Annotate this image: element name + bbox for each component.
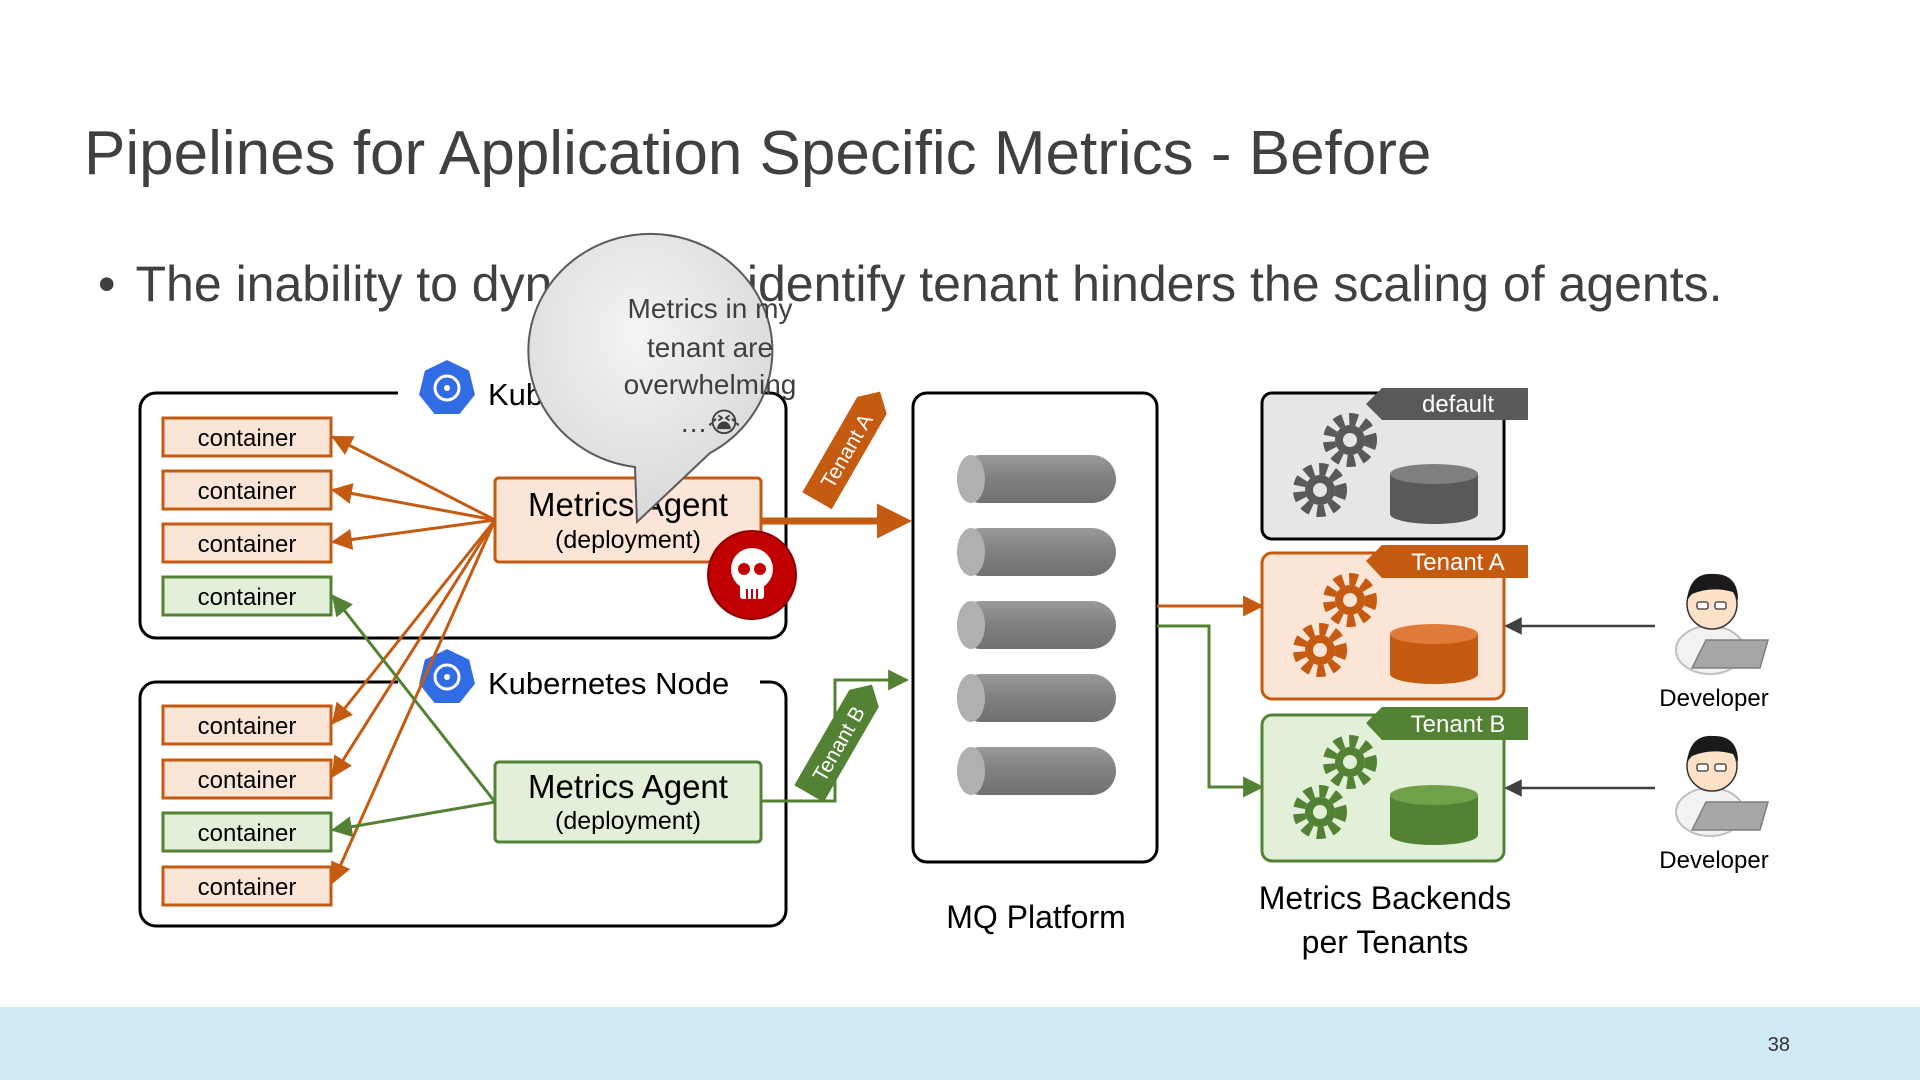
gear-icon: [1323, 573, 1377, 627]
agent-1-title: Metrics Agent: [528, 486, 728, 523]
gear-icon: [1293, 785, 1347, 839]
backend-tag: [1366, 388, 1528, 420]
architecture-diagram: Kubernetes Node container container cont…: [138, 232, 1769, 960]
mq-label: MQ Platform: [946, 899, 1126, 935]
container-box: container: [161, 522, 333, 564]
mq-to-backend-arrows: [1157, 595, 1265, 798]
backend-tag-label: Tenant B: [1411, 711, 1506, 738]
tenant-a-flow-tag: Tenant A: [802, 391, 887, 510]
container-label: container: [198, 425, 297, 452]
backend-tag-label: default: [1422, 391, 1494, 418]
gear-icon: [1323, 735, 1377, 789]
bubble-line: tenant are: [647, 332, 773, 363]
developer-icon: [1675, 735, 1769, 837]
container-label: container: [198, 531, 297, 558]
kubernetes-logo-icon: [416, 357, 478, 416]
container-label: container: [198, 767, 297, 794]
container-box: container: [161, 865, 333, 907]
node-2-containers: container container container container: [161, 704, 333, 907]
gear-icon: [1293, 463, 1347, 517]
database-icon: [1390, 785, 1478, 845]
node-2-label: Kubernetes Node: [488, 666, 729, 701]
node-1-containers: container container container container: [161, 416, 333, 617]
page-number: 38: [1767, 1034, 1790, 1056]
metrics-agent-2: Metrics Agent (deployment): [493, 760, 763, 844]
container-label: container: [198, 713, 297, 740]
bubble-line: overwhelming: [624, 369, 797, 400]
container-label: container: [198, 874, 297, 901]
container-box: container: [161, 758, 333, 800]
speech-bubble: Metrics in my tenant are overwhelming …😭: [527, 232, 797, 525]
slide-title: Pipelines for Application Specific Metri…: [84, 119, 1432, 188]
backend-tag: [1366, 545, 1528, 578]
container-label: container: [198, 478, 297, 505]
footer-bar: [0, 1007, 1920, 1080]
developer-2: Developer: [1659, 735, 1769, 874]
agent-2-title: Metrics Agent: [528, 768, 728, 805]
developer-label: Developer: [1659, 685, 1768, 712]
container-box: container: [161, 811, 333, 853]
mq-queue-icon: [957, 747, 1116, 795]
developer-icon: [1675, 573, 1769, 675]
mq-platform: MQ Platform: [911, 391, 1159, 935]
developer-label: Developer: [1659, 847, 1768, 874]
bullet-text: The inability to dynamically identify te…: [135, 256, 1723, 312]
backend-tag-label: Tenant A: [1411, 549, 1504, 576]
container-box: container: [161, 469, 333, 511]
container-box: container: [161, 704, 333, 746]
mq-queue-icon: [957, 528, 1116, 576]
backend-tenant-a: Tenant A: [1260, 545, 1528, 701]
database-icon: [1390, 624, 1478, 684]
agent-2-subtitle: (deployment): [555, 807, 701, 835]
backends-label-line-2: per Tenants: [1302, 924, 1469, 960]
container-box: container: [161, 575, 333, 617]
container-box: container: [161, 416, 333, 458]
metrics-backends: default Tenant A Tenant B Metrics Backen…: [1259, 388, 1528, 960]
backends-label-line-1: Metrics Backends: [1259, 880, 1512, 916]
gear-icon: [1293, 623, 1347, 677]
mq-queue-icon: [957, 601, 1116, 649]
backend-default: default: [1260, 388, 1528, 541]
metrics-agent-1: Metrics Agent (deployment): [493, 476, 763, 564]
developer-arrows: [1504, 617, 1655, 797]
tenant-b-flow-tag: Tenant B: [794, 684, 879, 803]
skull-icon: [707, 530, 797, 620]
backend-tag: [1366, 707, 1528, 740]
agent-2-scrape-arrows: [330, 594, 497, 838]
bubble-line: Metrics in my: [628, 293, 793, 324]
developer-1: Developer: [1659, 573, 1769, 712]
mq-queue-icon: [957, 455, 1116, 503]
backend-tenant-b: Tenant B: [1260, 707, 1528, 863]
container-label: container: [198, 820, 297, 847]
bubble-line: …😭: [680, 407, 741, 438]
kubernetes-node-2: Kubernetes Node container container cont…: [138, 646, 788, 928]
mq-queue-icon: [957, 674, 1116, 722]
agent-1-subtitle: (deployment): [555, 526, 701, 554]
bullet-point: • The inability to dynamically identify t…: [98, 255, 1723, 313]
container-label: container: [198, 584, 297, 611]
bullet-dot-icon: •: [98, 256, 116, 312]
database-icon: [1390, 464, 1478, 524]
gear-icon: [1323, 413, 1377, 467]
